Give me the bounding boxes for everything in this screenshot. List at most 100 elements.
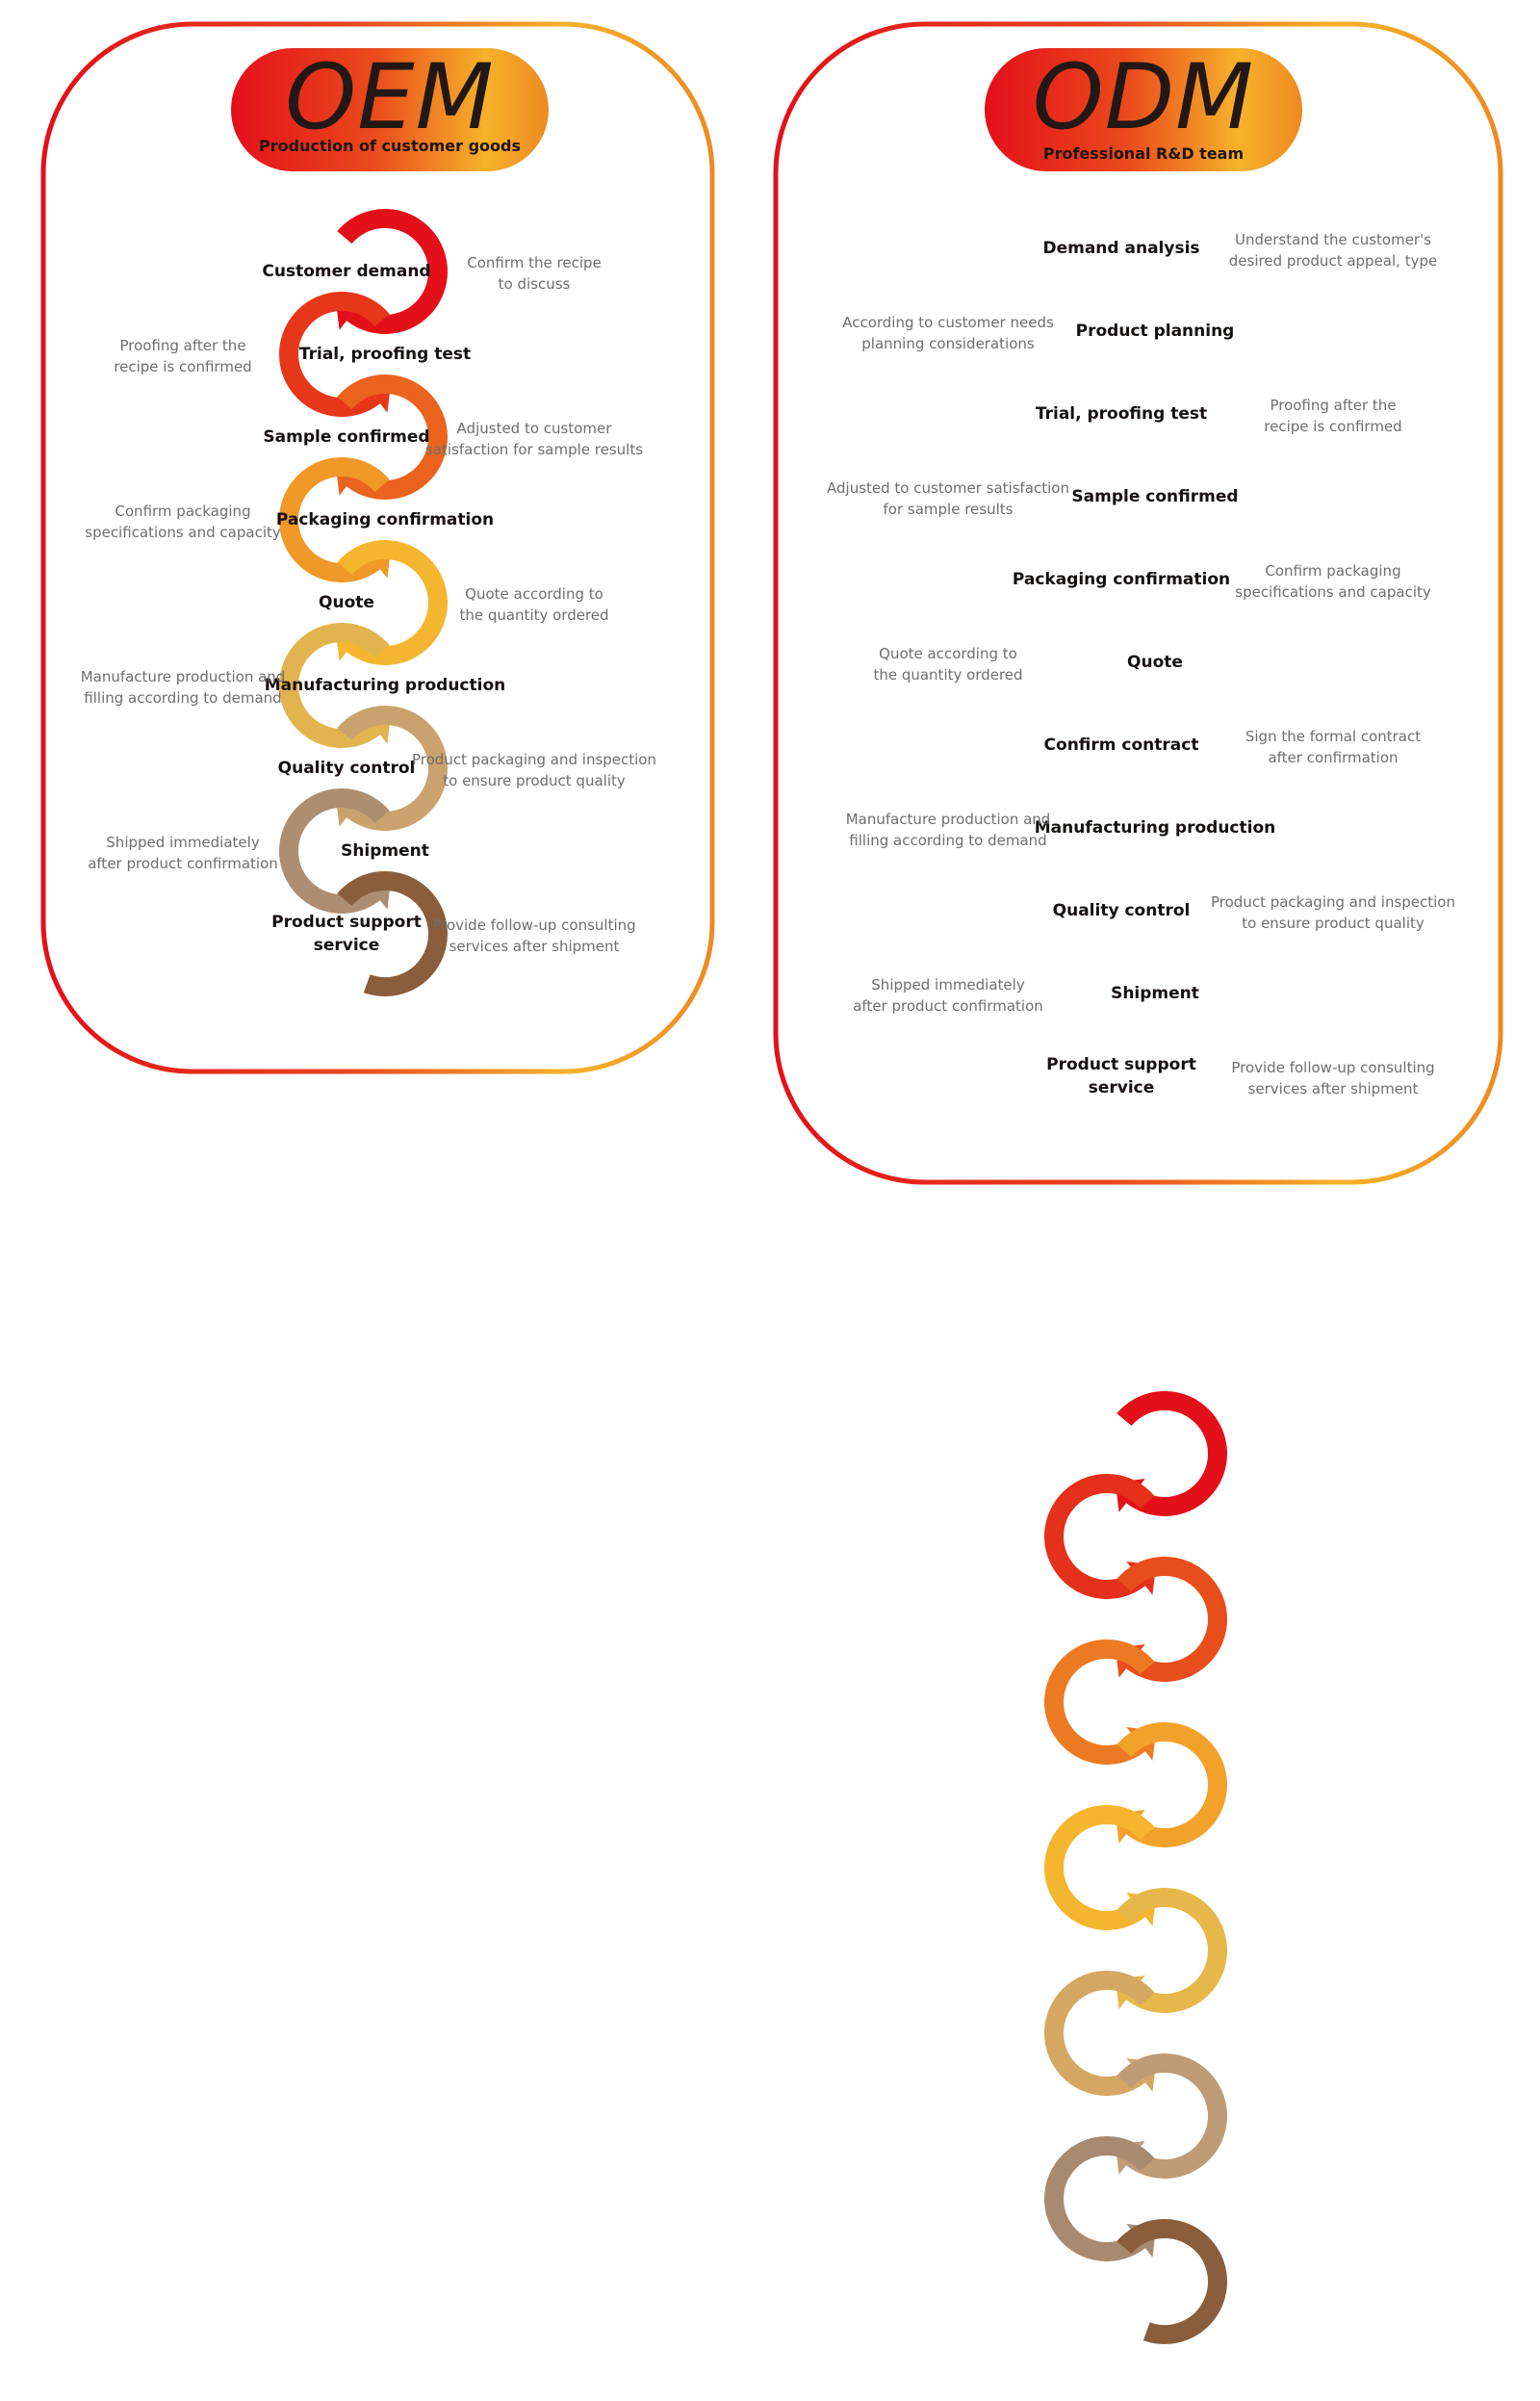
oem-step-label-line: Packaging confirmation	[275, 510, 495, 529]
oem-step-label: Shipment	[341, 839, 429, 863]
odm-step-label-line: Trial, proofing test	[1035, 404, 1208, 424]
odm-step-label: Packaging confirmation	[1013, 568, 1230, 591]
oem-step-label-line: service	[313, 936, 380, 955]
oem-step-note-line: Manufacture production and	[80, 668, 286, 685]
odm-title-badge: ODM Professional R&D team	[985, 48, 1302, 171]
odm-step-label: Quote	[1127, 651, 1183, 674]
odm-step-note-line: specifications and capacity	[1235, 583, 1431, 601]
oem-step-label: Quality control	[278, 757, 416, 780]
odm-step-note-line: Shipped immediately	[871, 976, 1025, 994]
oem-step-note: Proofing after the recipe is confirmed	[114, 335, 251, 377]
odm-step-note-line: Product packaging and inspection	[1211, 893, 1455, 911]
oem-arrow-5	[337, 540, 448, 665]
oem-step-note-line: recipe is confirmed	[114, 358, 252, 375]
oem-step-note: Manufacture production and filling accord…	[81, 666, 286, 709]
odm-step-label-line: Quote	[1127, 653, 1183, 672]
odm-step-note-line: Provide follow-up consulting	[1231, 1059, 1435, 1076]
oem-arrow-1	[337, 209, 448, 334]
odm-flow	[1044, 1391, 1227, 2344]
oem-step-note-line: filling according to demand	[84, 689, 282, 707]
oem-arrow-8	[279, 788, 390, 914]
oem-step-label-line: Trial, proofing test	[298, 345, 472, 364]
odm-step-note-line: desired product appeal, type	[1228, 252, 1438, 270]
oem-step-label: Sample confirmed	[263, 426, 429, 449]
oem-step-label-line: Shipment	[341, 841, 429, 861]
oem-step-note-line: the quantity ordered	[459, 607, 609, 624]
oem-step-label: Product support service	[271, 911, 422, 957]
odm-step-note-line: Adjusted to customer satisfaction	[827, 479, 1069, 497]
odm-step-note-line: filling according to demand	[849, 832, 1047, 849]
oem-step-note: Confirm the recipe to discuss	[467, 252, 602, 295]
odm-step-note-line: Sign the formal contract	[1245, 728, 1422, 745]
oem-title-badge: OEM Production of customer goods	[231, 48, 549, 171]
oem-step-note-line: Confirm packaging	[115, 503, 251, 520]
odm-step-note-line: recipe is confirmed	[1264, 418, 1402, 435]
odm-step-label: Demand analysis	[1042, 237, 1199, 260]
odm-step-note: Sign the formal contract after confirmati…	[1245, 726, 1421, 768]
odm-step-label-line: Packaging confirmation	[1012, 570, 1231, 589]
diagram-canvas: OEM Production of customer goods ODM Pro…	[0, 0, 1540, 2344]
odm-step-label-line: Demand analysis	[1042, 239, 1200, 258]
oem-step-note: Quote according to the quantity ordered	[459, 583, 608, 626]
odm-step-note-line: Understand the customer's	[1234, 231, 1432, 248]
oem-step-note-line: Adjusted to customer	[456, 420, 612, 437]
odm-step-note: Adjusted to customer satisfaction for sam…	[827, 478, 1069, 520]
odm-step-label: Product planning	[1076, 320, 1235, 343]
odm-step-note-line: after product confirmation	[853, 997, 1043, 1015]
odm-step-label-line: Confirm contract	[1043, 736, 1199, 755]
oem-step-label: Trial, proofing test	[299, 343, 471, 366]
oem-step-label-line: Customer demand	[262, 262, 431, 281]
oem-step-note-line: Proofing after the	[119, 337, 246, 354]
oem-step-note-line: Product packaging and inspection	[412, 751, 656, 768]
oem-step-note-line: Provide follow-up consulting	[432, 917, 636, 934]
odm-step-note-line: to ensure product quality	[1242, 915, 1424, 932]
odm-step-label: Quality control	[1053, 899, 1191, 922]
odm-step-note-line: Quote according to	[879, 645, 1017, 662]
oem-frame	[40, 21, 715, 1074]
odm-step-note-line: for sample results	[883, 501, 1014, 518]
odm-step-label-line: Sample confirmed	[1071, 487, 1239, 506]
oem-step-note-line: to discuss	[498, 275, 571, 293]
odm-step-label-line: service	[1088, 1078, 1155, 1097]
odm-arrow-11	[1116, 2219, 1227, 2344]
oem-step-label: Quote	[319, 591, 374, 614]
odm-step-note: Confirm packaging specifications and capa…	[1235, 560, 1431, 603]
odm-step-note-line: Confirm packaging	[1265, 562, 1401, 580]
oem-step-label-line: Product support	[271, 913, 422, 932]
oem-step-label: Packaging confirmation	[276, 508, 494, 531]
odm-step-label: Sample confirmed	[1071, 485, 1238, 508]
odm-frame	[773, 21, 1503, 1185]
oem-arrow-9	[337, 871, 448, 996]
odm-title: ODM	[1032, 45, 1255, 150]
oem-step-label: Customer demand	[262, 260, 430, 283]
oem-step-note-line: after product confirmation	[88, 855, 278, 872]
oem-step-note-line: specifications and capacity	[85, 524, 281, 541]
odm-step-label: Manufacturing production	[1035, 816, 1275, 839]
odm-step-note-line: after confirmation	[1268, 749, 1399, 766]
odm-step-label-line: Manufacturing production	[1034, 818, 1276, 838]
oem-step-note-line: Quote according to	[465, 585, 603, 603]
odm-step-note: Product packaging and inspection to ensur…	[1211, 891, 1455, 934]
odm-step-label: Shipment	[1111, 982, 1199, 1005]
oem-step-note-line: to ensure product quality	[443, 772, 626, 789]
odm-step-note: Understand the customer's desired product…	[1229, 229, 1437, 271]
oem-step-label-line: Quote	[319, 593, 374, 612]
odm-step-label-line: Product planning	[1075, 322, 1235, 341]
odm-step-label: Trial, proofing test	[1036, 402, 1207, 426]
oem-arrow-6	[279, 623, 390, 748]
oem-step-note-line: Confirm the recipe	[467, 254, 602, 271]
oem-step-label-line: Quality control	[277, 759, 416, 778]
oem-subtitle: Production of customer goods	[259, 137, 521, 155]
odm-step-label-line: Quality control	[1052, 901, 1191, 920]
oem-step-label-line: Manufacturing production	[264, 676, 506, 695]
odm-step-note-line: planning considerations	[861, 335, 1035, 352]
